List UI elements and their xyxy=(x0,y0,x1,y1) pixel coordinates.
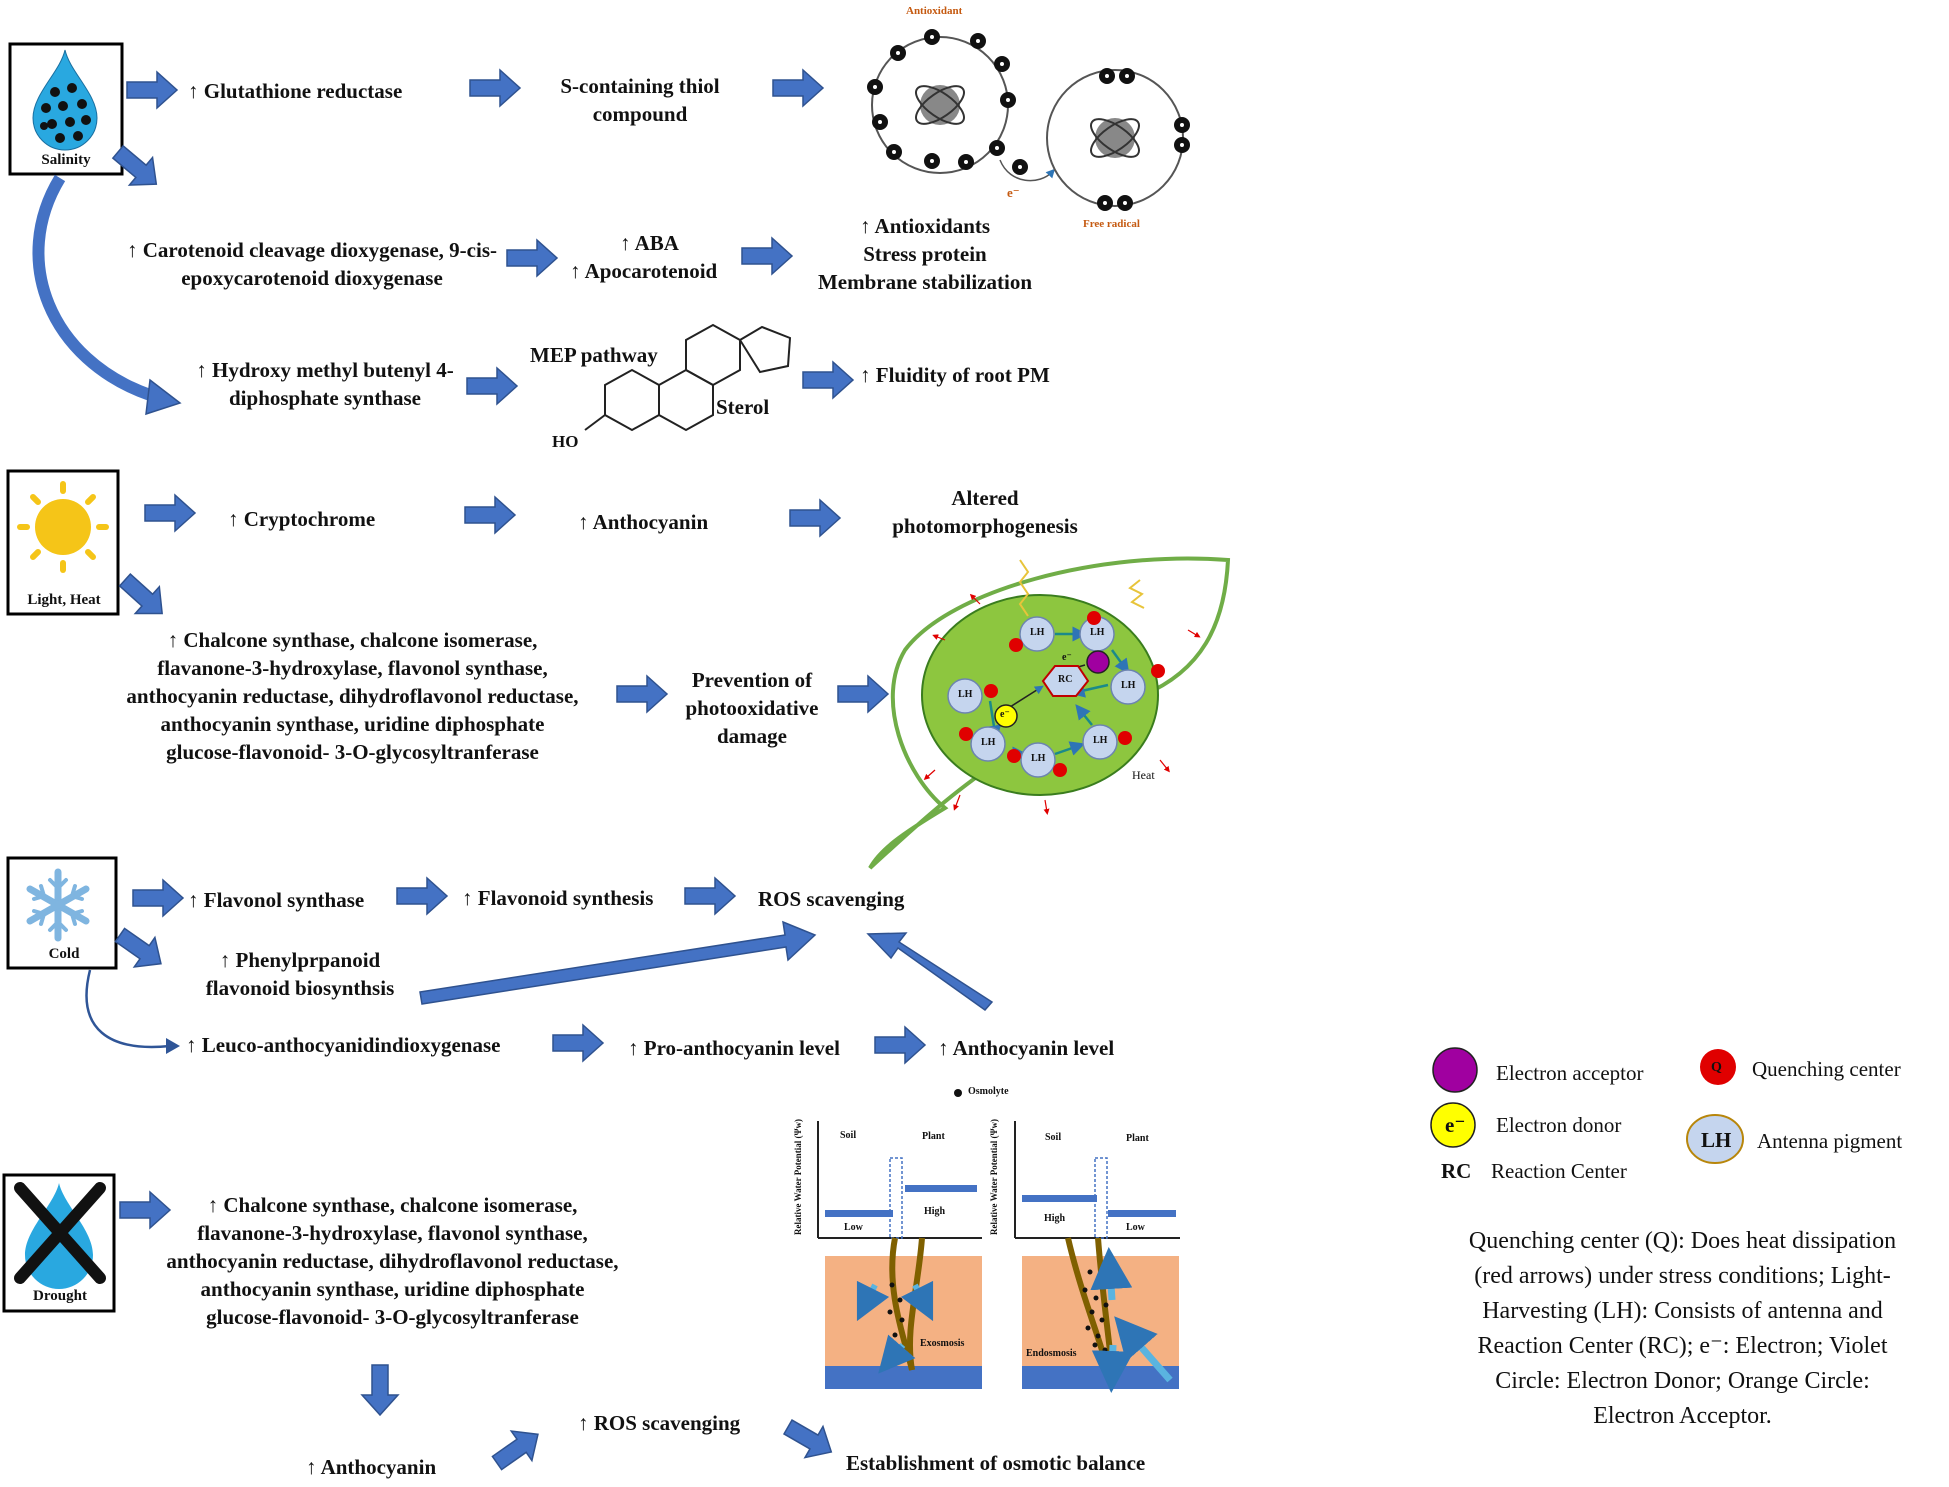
sterol-structure xyxy=(584,323,792,432)
prevention-photooxidative: Prevention of photooxidative damage xyxy=(685,668,819,748)
soil-left: Soil xyxy=(840,1130,857,1141)
y-axis-right: Relative Water Potential (Ψw) xyxy=(988,1119,999,1235)
lh-6: LH xyxy=(1031,753,1046,764)
lh-5: LH xyxy=(981,737,996,748)
antioxidant-label: Antioxidant xyxy=(906,5,963,17)
apocarotenoid: ↑ Apocarotenoid xyxy=(570,259,718,283)
lh-4: LH xyxy=(958,689,973,700)
drought-enzymes-2: flavanone-3-hydroxylase, flavonol syntha… xyxy=(197,1221,588,1245)
light-enzymes-3: anthocyanin reductase, dihydroflavonol r… xyxy=(126,684,579,708)
light-heat-label: Light, Heat xyxy=(27,592,101,608)
anthocyanin-light: ↑ Anthocyanin xyxy=(578,510,709,534)
low-left: Low xyxy=(844,1222,863,1233)
high-left: High xyxy=(924,1206,946,1217)
drought-enzymes-3: anthocyanin reductase, dihydroflavonol r… xyxy=(166,1249,619,1273)
soil-right: Soil xyxy=(1045,1132,1062,1143)
drought-label: Drought xyxy=(33,1288,87,1304)
light-enzymes-2: flavanone-3-hydroxylase, flavonol syntha… xyxy=(157,656,548,680)
electron-label: e⁻ xyxy=(1007,185,1020,200)
drought-enzymes-5: glucose-flavonoid- 3-O-glycosyltranferas… xyxy=(206,1305,579,1329)
legend-electron-donor: Electron donor xyxy=(1496,1113,1622,1137)
heat-label: Heat xyxy=(1132,768,1155,782)
note-line-2: (red arrows) under stress conditions; Li… xyxy=(1474,1263,1891,1289)
osmosis-panel-right xyxy=(1014,1121,1180,1393)
osmosis-panel-left xyxy=(817,1089,982,1389)
membrane-stabilization: Membrane stabilization xyxy=(817,270,1033,294)
pro-anthocyanin: ↑ Pro-anthocyanin level xyxy=(628,1036,840,1060)
low-right: Low xyxy=(1126,1222,1145,1233)
aba: ↑ ABA xyxy=(620,231,679,255)
legend-antenna: Antenna pigment xyxy=(1757,1129,1903,1153)
osmolyte-label: Osmolyte xyxy=(968,1086,1009,1097)
antioxidants: ↑ Antioxidants xyxy=(859,214,991,238)
phenylpropanoid: ↑ Phenylprpanoid flavonoid biosynthsis xyxy=(205,948,395,1000)
salinity-arrows xyxy=(32,69,854,416)
legend-rc-abbr: RC xyxy=(1441,1159,1472,1183)
legend-symbols xyxy=(1430,1047,1744,1164)
light-enzymes-1: ↑ Chalcone synthase, chalcone isomerase, xyxy=(167,628,538,652)
antioxidant-diagram xyxy=(867,29,1190,211)
leuco-anthocyanidin: ↑ Leuco-anthocyanidindioxygenase xyxy=(186,1033,501,1057)
exosmosis-label: Exosmosis xyxy=(920,1338,965,1349)
salinity-icon-box xyxy=(8,42,124,176)
stress-protein: Stress protein xyxy=(863,242,987,266)
salinity-label: Salinity xyxy=(41,152,91,168)
lh-3: LH xyxy=(1121,680,1136,691)
leaf-diagram xyxy=(868,556,1231,870)
thiol-compound: S-containing thiol compound xyxy=(560,74,720,126)
note-line-1: Quenching center (Q): Does heat dissipat… xyxy=(1468,1228,1897,1254)
lh-1: LH xyxy=(1030,627,1045,638)
altered-photomorphogenesis: Altered photomorphogenesis xyxy=(892,486,1078,538)
mep-pathway: MEP pathway xyxy=(530,343,658,367)
legend-electron-acceptor: Electron acceptor xyxy=(1496,1061,1644,1085)
anthocyanin-drought: ↑ Anthocyanin xyxy=(306,1455,437,1479)
legend-lh-symbol: LH xyxy=(1701,1128,1732,1152)
leaf-donor-e: e⁻ xyxy=(1000,709,1010,720)
legend-q-symbol: Q xyxy=(1711,1060,1722,1075)
note-line-4: Reaction Center (RC); e⁻: Electron; Viol… xyxy=(1477,1333,1888,1359)
endosmosis-label: Endosmosis xyxy=(1026,1348,1077,1359)
sterol-label: Sterol xyxy=(716,395,770,419)
carotenoid-dioxygenase: ↑ Carotenoid cleavage dioxygenase, 9-cis… xyxy=(127,238,497,290)
anthocyanin-level: ↑ Anthocyanin level xyxy=(938,1036,1115,1060)
hmbpp-synthase: ↑ Hydroxy methyl butenyl 4-diphosphate s… xyxy=(196,358,454,410)
sun-icon-box xyxy=(6,469,120,616)
plant-right: Plant xyxy=(1126,1133,1149,1144)
fluidity-root-pm: ↑ Fluidity of root PM xyxy=(860,363,1050,387)
drought-enzymes-4: anthocyanin synthase, uridine diphosphat… xyxy=(200,1277,585,1301)
drought-enzymes-1: ↑ Chalcone synthase, chalcone isomerase, xyxy=(207,1193,578,1217)
high-right: High xyxy=(1044,1213,1066,1224)
ros-scavenging-cold: ROS scavenging xyxy=(758,887,905,911)
osmotic-balance: Establishment of osmotic balance xyxy=(846,1451,1146,1475)
plant-left: Plant xyxy=(922,1131,945,1142)
flavonoid-synthesis: ↑ Flavonoid synthesis xyxy=(462,886,654,910)
legend-reaction-center: Reaction Center xyxy=(1491,1159,1627,1183)
note-line-3: Harvesting (LH): Consists of antenna and xyxy=(1482,1298,1883,1324)
lh-7: LH xyxy=(1093,735,1108,746)
note-line-5: Circle: Electron Donor; Orange Circle: xyxy=(1495,1368,1870,1394)
rc-label: RC xyxy=(1058,674,1073,685)
legend-quenching: Quenching center xyxy=(1752,1057,1901,1081)
light-enzymes-4: anthocyanin synthase, uridine diphosphat… xyxy=(160,712,545,736)
y-axis-left: Relative Water Potential (Ψw) xyxy=(792,1119,803,1235)
glutathione-reductase: ↑ Glutathione reductase xyxy=(188,79,403,103)
ho-label: HO xyxy=(552,432,579,451)
ros-scavenging-drought: ↑ ROS scavenging xyxy=(578,1411,741,1435)
flavonol-synthase: ↑ Flavonol synthase xyxy=(188,888,365,912)
light-enzymes-5: glucose-flavonoid- 3-O-glycosyltranferas… xyxy=(166,740,539,764)
cryptochrome: ↑ Cryptochrome xyxy=(228,507,376,531)
drought-icon-box xyxy=(2,1173,116,1313)
snowflake-icon-box xyxy=(6,856,118,970)
cold-label: Cold xyxy=(48,946,80,962)
cold-arrows xyxy=(85,877,994,1064)
free-radical-label: Free radical xyxy=(1083,218,1140,230)
lh-2: LH xyxy=(1090,627,1105,638)
leaf-electron: e⁻ xyxy=(1062,652,1072,663)
legend-e-symbol: e⁻ xyxy=(1445,1113,1466,1137)
note-line-6: Electron Acceptor. xyxy=(1593,1403,1772,1429)
